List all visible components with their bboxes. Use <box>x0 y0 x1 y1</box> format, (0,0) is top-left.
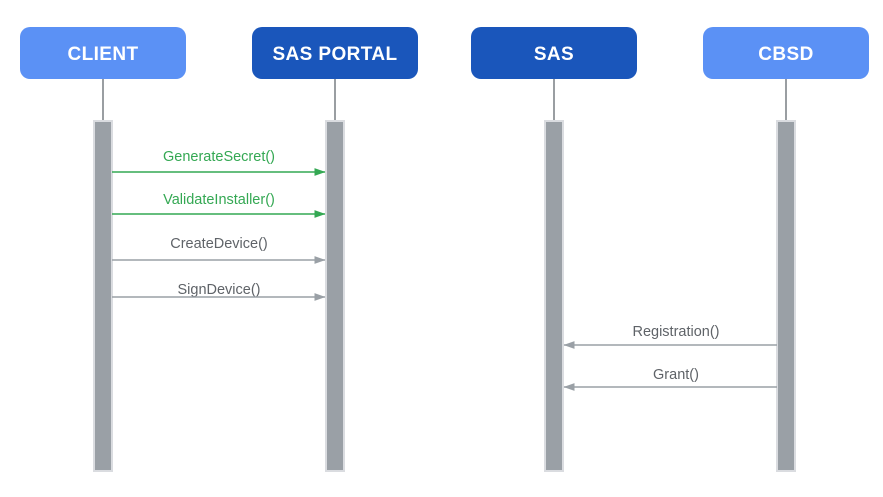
participant-client[interactable]: CLIENT <box>20 27 186 79</box>
participant-label-sas-portal: SAS PORTAL <box>272 44 397 65</box>
message-label-create-device: CreateDevice() <box>170 236 268 252</box>
participant-cbsd[interactable]: CBSD <box>703 27 869 79</box>
activation-bar-cbsd <box>776 120 796 472</box>
message-registration[interactable]: Registration() <box>563 324 777 349</box>
activation-bar-sas <box>544 120 564 472</box>
lifelines-group <box>102 79 787 122</box>
message-sign-device[interactable]: SignDevice() <box>112 282 326 301</box>
message-label-generate-secret: GenerateSecret() <box>163 149 275 165</box>
participant-box-sas[interactable] <box>471 27 637 79</box>
participant-box-sas-portal[interactable] <box>252 27 418 79</box>
participant-label-client: CLIENT <box>67 44 138 65</box>
message-validate-installer[interactable]: ValidateInstaller() <box>112 192 326 218</box>
message-label-registration: Registration() <box>632 324 719 340</box>
participant-sas-portal[interactable]: SAS PORTAL <box>252 27 418 79</box>
message-generate-secret[interactable]: GenerateSecret() <box>112 149 326 176</box>
message-label-validate-installer: ValidateInstaller() <box>163 192 275 208</box>
participant-label-sas: SAS <box>534 44 574 65</box>
activation-bar-client <box>93 120 113 472</box>
message-label-sign-device: SignDevice() <box>178 282 261 298</box>
message-create-device[interactable]: CreateDevice() <box>112 236 326 264</box>
participant-label-cbsd: CBSD <box>758 44 813 65</box>
activation-bars-group <box>93 120 796 472</box>
participant-box-cbsd[interactable] <box>703 27 869 79</box>
message-label-grant: Grant() <box>653 367 699 383</box>
participant-sas[interactable]: SAS <box>471 27 637 79</box>
activation-bar-sas-portal <box>325 120 345 472</box>
message-grant[interactable]: Grant() <box>563 367 777 391</box>
participant-box-client[interactable] <box>20 27 186 79</box>
